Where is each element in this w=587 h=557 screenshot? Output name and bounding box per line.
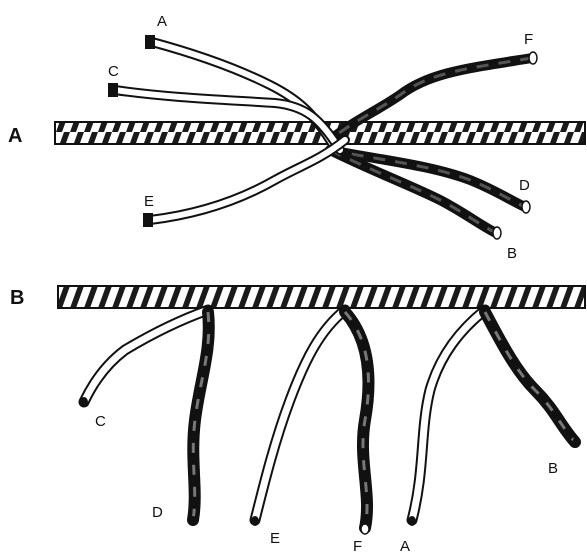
strand-label: B xyxy=(507,245,517,262)
panel-b-strand-b xyxy=(485,312,580,448)
strand-label: E xyxy=(270,530,280,547)
panel-b-strand-c xyxy=(80,310,208,407)
strand-label: C xyxy=(108,63,119,80)
panel-b-strand-a xyxy=(408,310,485,526)
strand-label: B xyxy=(548,460,558,477)
panel-b-rope xyxy=(58,286,585,308)
panel-b-strand-d xyxy=(189,312,209,526)
strand-label: D xyxy=(152,504,163,521)
strand-label: D xyxy=(519,177,530,194)
strand-label: E xyxy=(144,193,154,210)
panel-b-strand-f xyxy=(345,312,369,534)
strand-label: C xyxy=(95,413,106,430)
strand-label: F xyxy=(524,31,533,48)
panel-a-strand-e xyxy=(143,140,345,227)
panel-b-label: B xyxy=(10,287,24,309)
panel-b-strand-e xyxy=(251,310,345,526)
strand-label: F xyxy=(353,538,362,555)
panel-b: B C D E F A B xyxy=(10,286,585,555)
panel-a-label: A xyxy=(8,125,22,147)
strand-label: A xyxy=(400,538,410,555)
strand-label: A xyxy=(157,13,167,30)
panel-a: A A C E F D B xyxy=(8,13,585,262)
